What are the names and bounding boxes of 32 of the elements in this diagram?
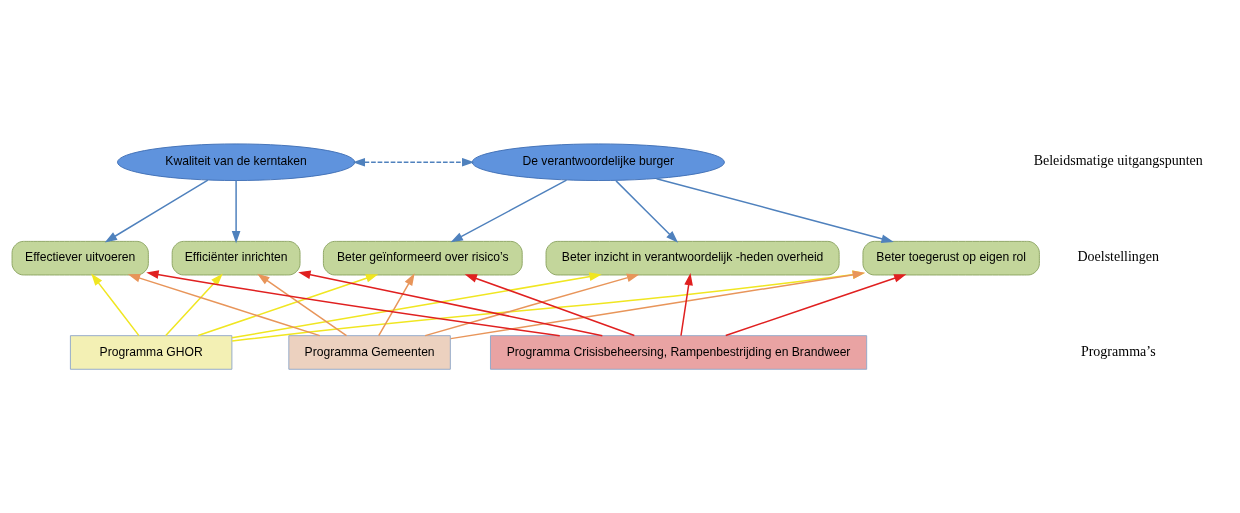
node-box: Efficiënter inrichten [171, 240, 301, 276]
arrow [146, 270, 561, 337]
arrow [680, 273, 693, 337]
arrow [615, 180, 679, 243]
arrow [257, 273, 348, 337]
label: Doelstellingen [1077, 249, 1160, 265]
label: Programma’s [1080, 343, 1156, 359]
arrow [104, 179, 209, 243]
arrow [464, 274, 636, 337]
node-box: Beter geïnformeerd over risico’s [322, 240, 523, 276]
arrow [450, 179, 568, 243]
arrow [127, 273, 321, 337]
arrow [91, 273, 140, 337]
arrow [231, 180, 241, 244]
node-box: Beter toegerust op eigen rol [862, 240, 1040, 276]
node-box: Programma GHOR [69, 335, 233, 370]
arrow [231, 272, 602, 339]
node-box: Programma Crisisbeheersing, Rampenbestrijding en Brandweer [490, 335, 868, 370]
node-box: Beter inzicht in verantwoordelijk -heden overheid [545, 240, 840, 276]
arrow [655, 177, 894, 243]
arrow [424, 273, 640, 337]
node-box: Programma Gemeenten [288, 335, 451, 370]
node-ellipse: Kwaliteit van de kerntaken [117, 143, 356, 181]
arrow [352, 157, 475, 167]
node-ellipse: De verantwoordelijke burger [471, 143, 725, 181]
arrow [298, 270, 604, 337]
arrow [165, 273, 223, 337]
arrow [725, 274, 907, 337]
arrow [197, 274, 379, 337]
node-box: Effectiever uitvoeren [11, 240, 149, 276]
arrow [378, 273, 415, 337]
label: Beleidsmatige uitgangspunten [1033, 153, 1203, 169]
